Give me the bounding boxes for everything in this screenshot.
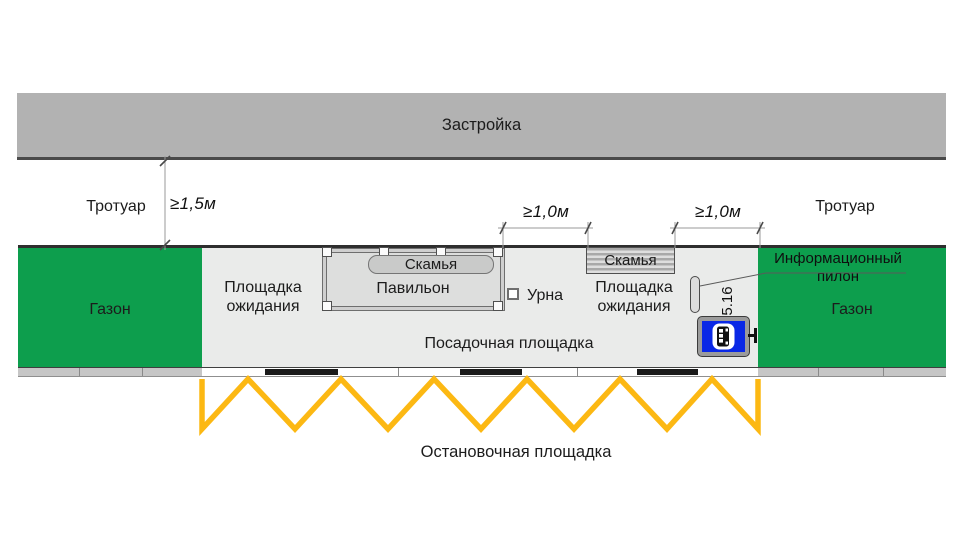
dimension-gap-1: ≥1,0м bbox=[522, 202, 570, 221]
waiting-area-right-label: Площадка ожидания bbox=[595, 279, 673, 315]
sign-post-mount bbox=[748, 334, 756, 337]
lawn-right-label: Газон bbox=[831, 301, 873, 318]
lawn-left: Газон bbox=[18, 245, 202, 371]
pavilion-label: Павильон bbox=[376, 280, 450, 297]
bus-stop-sign bbox=[697, 316, 750, 357]
curb-joint bbox=[398, 368, 399, 376]
building-strip-label: Застройка bbox=[441, 115, 522, 134]
dimension-gap-2: ≥1,0м bbox=[694, 202, 742, 221]
curb-joint bbox=[883, 368, 884, 376]
stop-area-label: Остановочная площадка bbox=[420, 443, 612, 461]
waiting-area-left-label: Площадка ожидания bbox=[224, 279, 302, 315]
lawn-right bbox=[758, 245, 946, 371]
curb-joint bbox=[818, 368, 819, 376]
info-pylon-icon bbox=[690, 276, 700, 313]
sidewalk-left-label: Тротуар bbox=[86, 198, 146, 215]
pavilion-post bbox=[322, 247, 332, 257]
info-pylon-label: Информационный пилон bbox=[774, 250, 902, 285]
bus-stop-sign-plate bbox=[702, 321, 745, 352]
curb-right bbox=[758, 367, 946, 377]
road-dash bbox=[460, 369, 522, 375]
litter-bin-icon bbox=[507, 288, 519, 300]
road-dash bbox=[637, 369, 698, 375]
boarding-area-label: Посадочная площадка bbox=[424, 335, 594, 352]
lawn-left-label: Газон bbox=[89, 300, 131, 318]
dimension-ticks bbox=[499, 221, 592, 235]
bus-stop-zigzag-marking bbox=[199, 374, 761, 437]
bench-label: Скамья bbox=[404, 256, 458, 273]
litter-bin-label: Урна bbox=[527, 287, 564, 304]
sidewalk-right-label: Тротуар bbox=[815, 198, 875, 215]
pavilion-post bbox=[322, 301, 332, 311]
curb-joint bbox=[142, 368, 143, 376]
pavilion-post bbox=[493, 301, 503, 311]
curb-joint bbox=[577, 368, 578, 376]
sign-code-label: 5.16 bbox=[719, 286, 736, 316]
bench-striped: Скамья bbox=[586, 247, 675, 274]
sign-post-mount bbox=[754, 328, 757, 343]
building-strip: Застройка bbox=[17, 93, 946, 160]
road-edge-line bbox=[202, 367, 758, 377]
bench-in-pavilion: Скамья bbox=[368, 255, 494, 274]
bus-icon bbox=[712, 323, 735, 350]
dimension-ticks bbox=[671, 221, 764, 235]
dimension-ticks bbox=[159, 155, 171, 251]
road-dash bbox=[265, 369, 338, 375]
curb-left bbox=[18, 367, 202, 377]
dimension-sidewalk-width: ≥1,5м bbox=[170, 194, 217, 213]
pavilion-post bbox=[493, 247, 503, 257]
bench-label: Скамья bbox=[604, 252, 657, 269]
curb-joint bbox=[79, 368, 80, 376]
